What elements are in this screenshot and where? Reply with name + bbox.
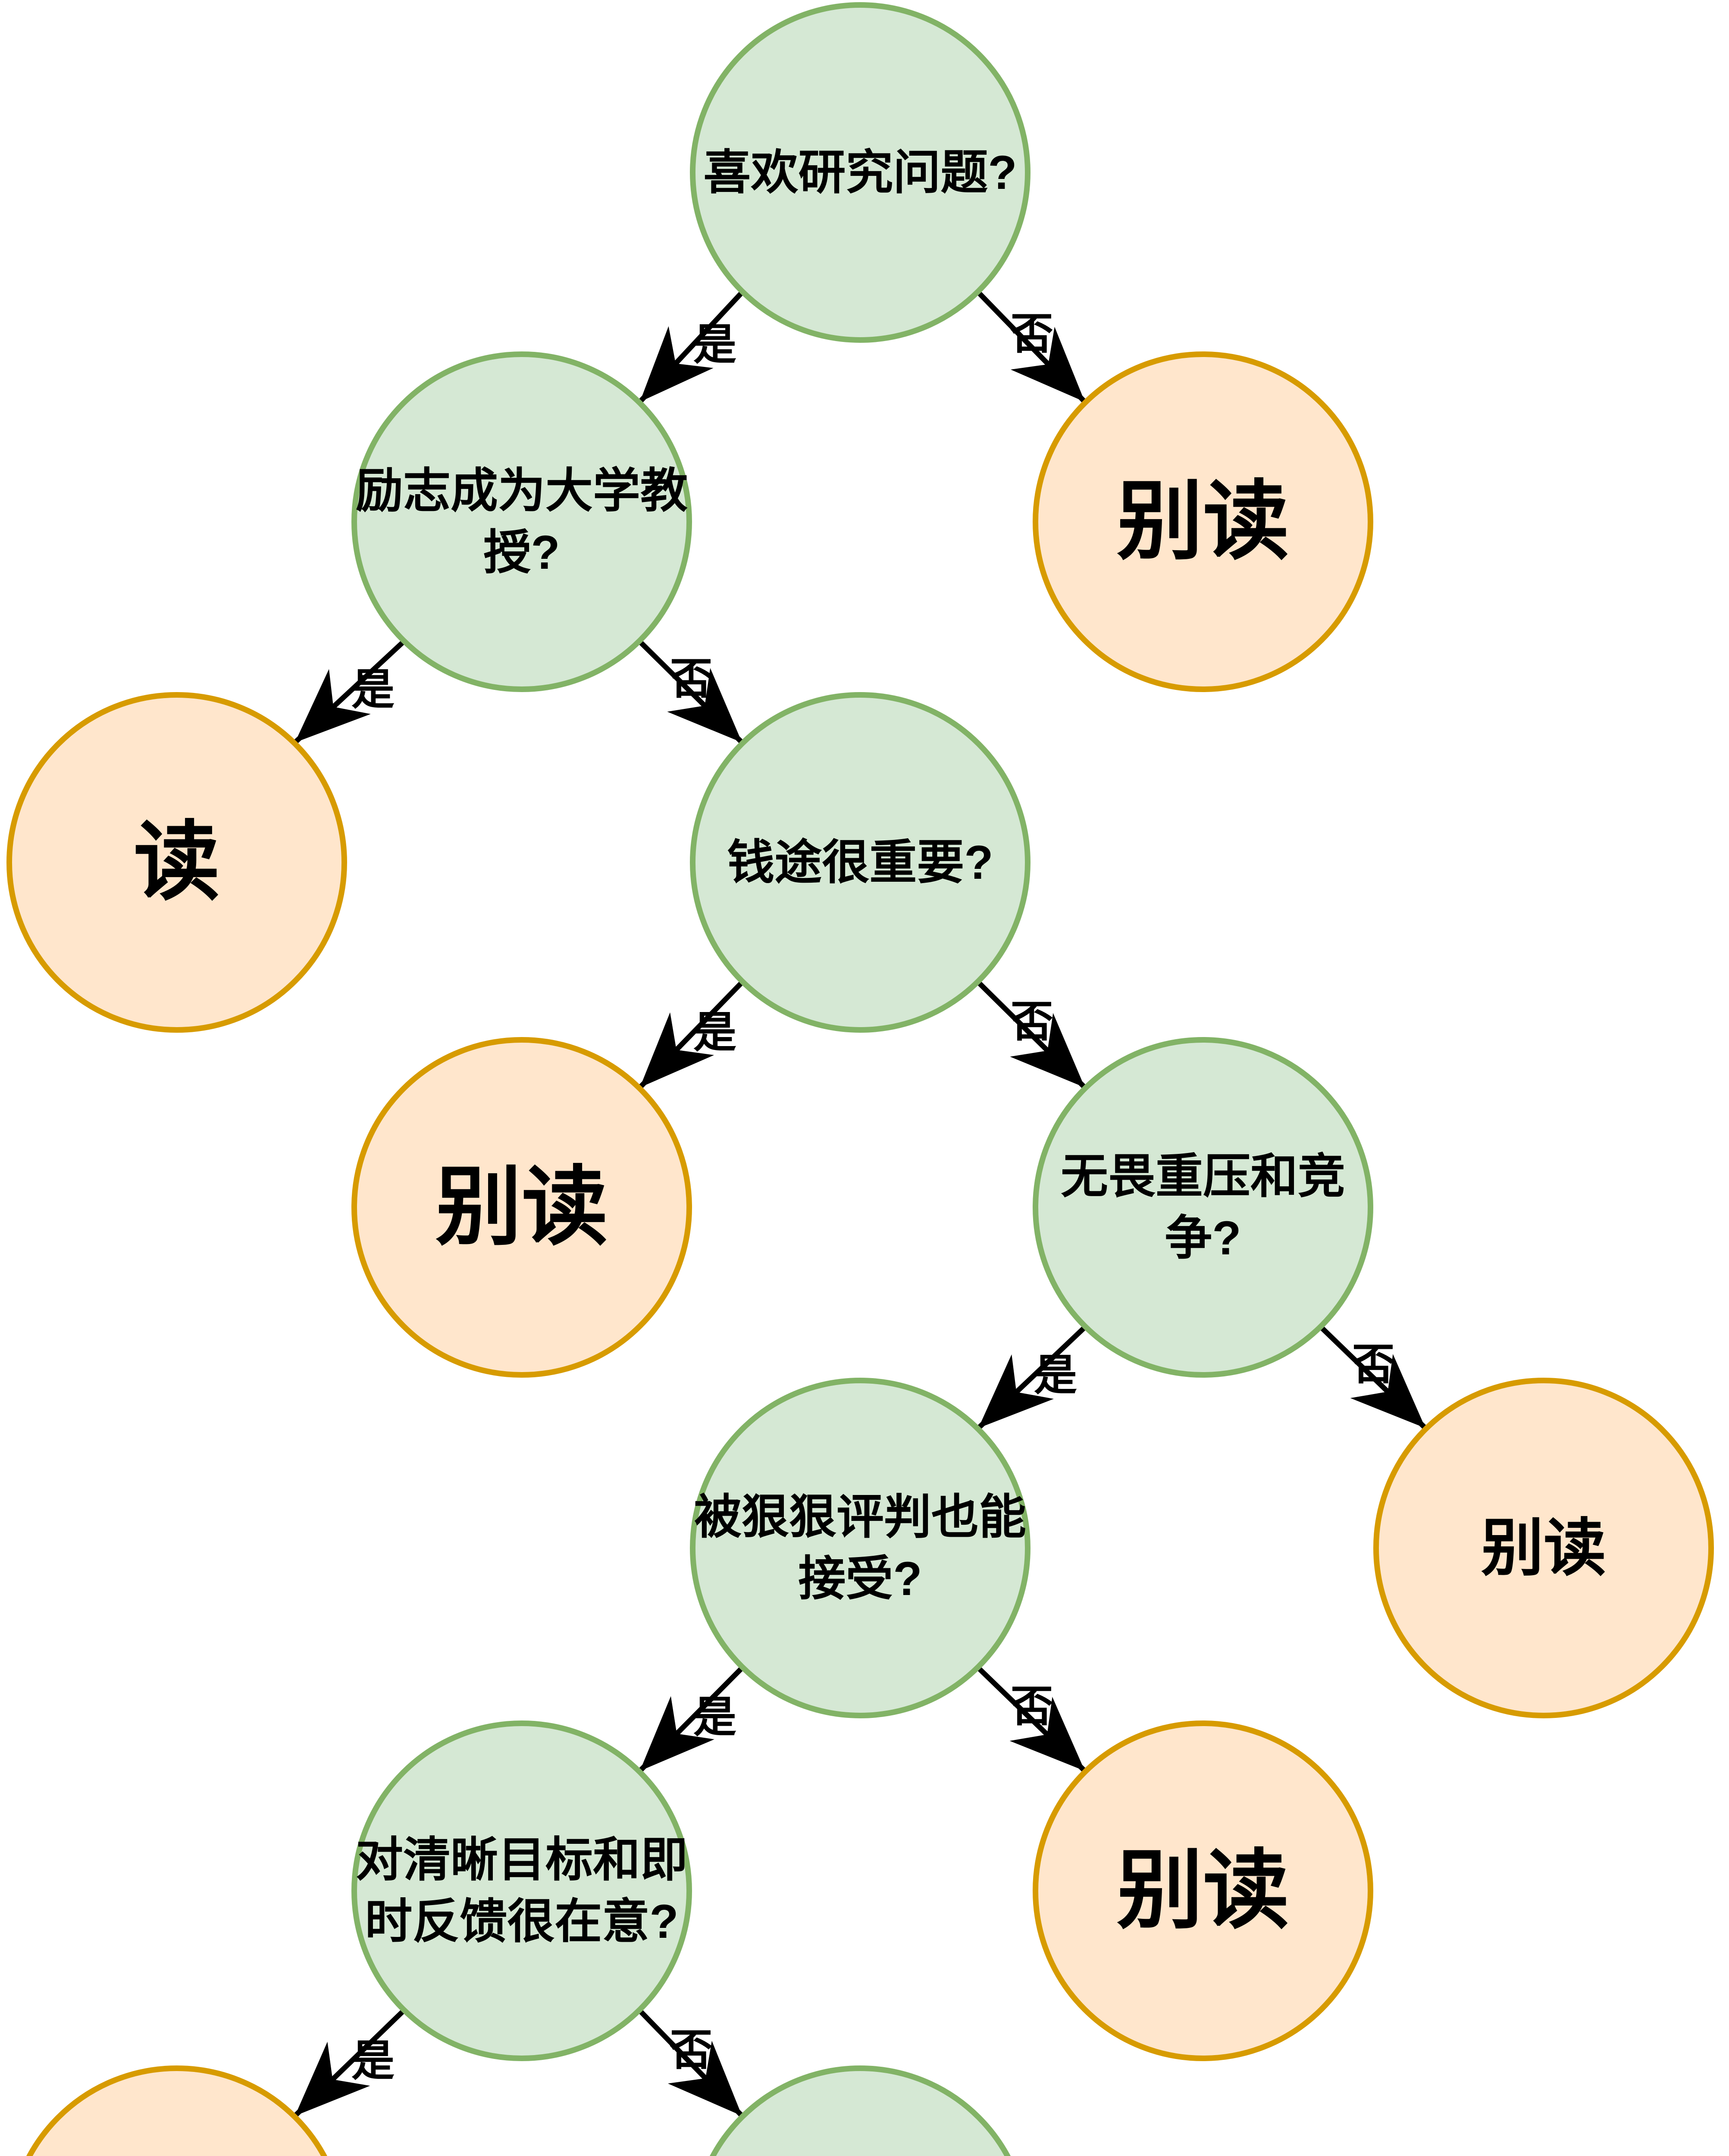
- node-label: 别读: [435, 1158, 608, 1257]
- node-label: 别读: [1117, 1841, 1289, 1940]
- edge-label-yes: 是: [693, 1008, 736, 1057]
- outcome-node-dont-read-4: 别读: [1033, 1720, 1373, 2061]
- node-label-line: 喜欢研究问题?: [703, 146, 1017, 199]
- node-label: 被狠狠评判也能接受?: [694, 1486, 1026, 1610]
- node-label: 对清晰目标和即时反馈很在意?: [356, 1829, 688, 1952]
- node-label-line: 别读: [1481, 1513, 1606, 1583]
- edge-label-no: 否: [1010, 997, 1053, 1046]
- outcome-node-read-1: 读: [6, 692, 347, 1033]
- node-label: 无畏重压和竞争?: [1061, 1146, 1345, 1269]
- edge-q5-yes: [638, 1666, 744, 1773]
- node-label-line: 别读: [435, 1159, 608, 1255]
- edge-q2-no: [638, 639, 744, 745]
- node-label: 别读: [1481, 1512, 1606, 1584]
- node-label-line: 别读: [1116, 473, 1289, 570]
- edge-label-yes: 是: [351, 2037, 395, 2085]
- node-label-line: 被狠狠评判也能: [694, 1491, 1026, 1544]
- node-label-line: 读: [133, 814, 220, 910]
- question-node-professor-goal: 励志成为大学教授?: [351, 351, 692, 692]
- question-node-like-research: 喜欢研究问题?: [690, 2, 1031, 343]
- question-node-harsh-judgement: 被狠狠评判也能接受?: [690, 1378, 1031, 1718]
- edge-q4-no: [1319, 1325, 1428, 1430]
- edge-label-no: 否: [1010, 310, 1053, 358]
- edge-q1-no: [976, 290, 1087, 404]
- node-label-line: 对清晰目标和即: [356, 1833, 688, 1887]
- edge-q3-no: [976, 980, 1087, 1090]
- edge-label-yes: 是: [351, 665, 395, 714]
- question-node-clear-goals-feedback: 对清晰目标和即时反馈很在意?: [351, 1720, 692, 2061]
- node-label: 喜欢研究问题?: [703, 142, 1017, 204]
- question-node-pressure-competition: 无畏重压和竞争?: [1033, 1037, 1373, 1378]
- edge-q4-yes: [976, 1325, 1087, 1430]
- outcome-node-dont-read-1: 别读: [1033, 351, 1373, 692]
- edge-q3-yes: [638, 980, 744, 1090]
- node-label: 读: [134, 813, 220, 912]
- node-label: 励志成为大学教授?: [356, 460, 688, 583]
- outcome-node-dont-read-3: 别读: [1373, 1378, 1714, 1718]
- edge-label-yes: 是: [1034, 1351, 1077, 1400]
- edge-q1-yes: [638, 290, 744, 404]
- edge-q5-no: [976, 1666, 1087, 1773]
- node-label-line: 时反馈很在意?: [365, 1895, 679, 1948]
- question-node-money-matters: 钱途很重要?: [690, 692, 1031, 1033]
- edge-q2-yes: [293, 639, 406, 745]
- node-label-line: 无畏重压和竞: [1061, 1150, 1345, 1203]
- edge-label-yes: 是: [693, 1693, 736, 1742]
- edge-label-no: 否: [670, 655, 713, 703]
- node-label-line: 争?: [1165, 1212, 1241, 1265]
- node-label-line: 励志成为大学教: [356, 464, 688, 517]
- node-label-line: 授?: [483, 526, 560, 579]
- edge-q6-no: [638, 2009, 744, 2118]
- node-label-line: 钱途很重要?: [727, 836, 993, 889]
- node-label-line: 别读: [1116, 1843, 1289, 1939]
- node-label-line: 接受?: [798, 1552, 922, 1605]
- edge-label-no: 否: [670, 2026, 713, 2075]
- edge-label-no: 否: [1352, 1340, 1395, 1389]
- edge-label-no: 否: [1010, 1682, 1053, 1731]
- edge-q6-yes: [293, 2009, 406, 2118]
- node-label: 钱途很重要?: [727, 832, 993, 893]
- node-label: 别读: [1117, 472, 1289, 571]
- edge-label-yes: 是: [693, 320, 736, 369]
- outcome-node-dont-read-2: 别读: [351, 1037, 692, 1378]
